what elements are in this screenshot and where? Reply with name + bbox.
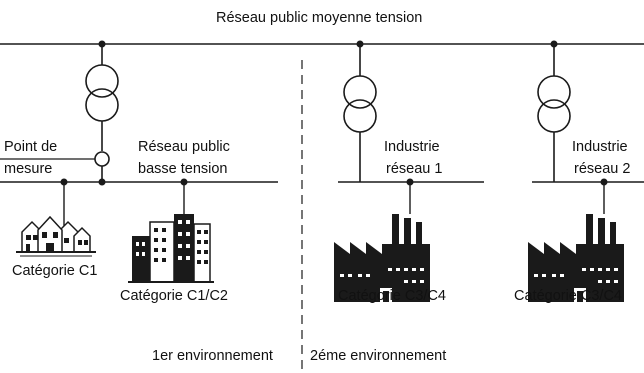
low-voltage-line1: Réseau public: [138, 139, 230, 155]
measure-point-line2: mesure: [4, 161, 53, 177]
measure-point-line1: Point de: [4, 139, 58, 155]
transformer-icon: [343, 40, 377, 182]
industry2-line1: Industrie: [572, 139, 628, 155]
transformer-icon: [85, 40, 119, 182]
category-c1-label: Catégorie C1: [12, 263, 98, 279]
transformer-icon: [537, 40, 571, 182]
second-environment-label: 2éme environnement: [310, 348, 447, 364]
industry1-line2: réseau 1: [386, 161, 443, 177]
junction-dot: [98, 178, 106, 186]
category-c3c4-label-1: Catégorie C3/C4: [338, 288, 446, 304]
medium-voltage-title: Réseau public moyenne tension: [216, 10, 423, 26]
buildings-icon: [128, 214, 214, 283]
industry2-line2: réseau 2: [574, 161, 631, 177]
low-voltage-line2: basse tension: [138, 161, 228, 177]
industry1-line1: Industrie: [384, 139, 440, 155]
category-c1c2-label: Catégorie C1/C2: [120, 288, 228, 304]
houses-icon: [16, 215, 96, 257]
category-c3c4-label-2: Catégorie C3/C4: [514, 288, 622, 304]
first-environment-label: 1er environnement: [152, 348, 273, 364]
